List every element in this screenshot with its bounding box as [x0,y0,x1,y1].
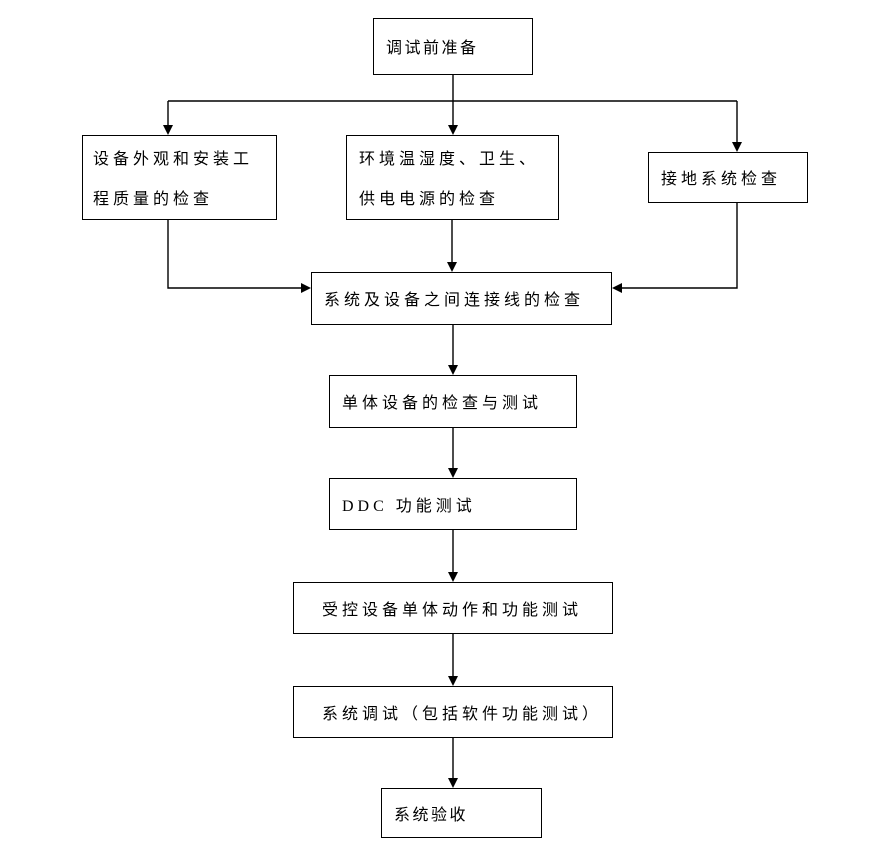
node-connection-check: 系统及设备之间连接线的检查 [311,272,612,325]
node-connection-check-label: 系统及设备之间连接线的检查 [324,292,585,309]
node-acceptance: 系统验收 [381,788,542,838]
edge-environment-to-connection-check [447,220,457,272]
node-ddc-test-label: DDC 功能测试 [342,497,476,515]
node-environment-check: 环境温湿度、卫生、 供电电源的检查 [346,135,559,220]
edge-prep-to-grounding-check [732,101,742,152]
node-system-debug-label: 系统调试（包括软件功能测试） [322,705,603,723]
node-prep: 调试前准备 [373,18,533,75]
edge-appearance-to-connection-check [167,220,311,293]
node-acceptance-label: 系统验收 [394,806,469,824]
node-appearance-check-line1: 设备外观和安装工 [93,151,254,168]
node-grounding-check: 接地系统检查 [648,152,808,203]
node-grounding-check-label: 接地系统检查 [661,171,782,188]
edge-debug-to-acceptance [448,738,458,788]
node-controlled-test: 受控设备单体动作和功能测试 [293,582,613,634]
edge-prep-to-appearance-check [163,101,173,135]
edge-connection-to-unit-test [448,325,458,375]
node-prep-label: 调试前准备 [386,40,479,57]
node-environment-check-line2: 供电电源的检查 [359,191,500,208]
edge-ddc-to-controlled-test [448,530,458,582]
node-unit-device-test: 单体设备的检查与测试 [329,375,577,428]
node-appearance-check-line2: 程质量的检查 [93,191,214,208]
node-unit-device-test-label: 单体设备的检查与测试 [342,395,543,412]
node-ddc-test: DDC 功能测试 [329,478,577,530]
node-environment-check-line1: 环境温湿度、卫生、 [359,151,540,168]
edge-prep-to-environment-check [448,75,458,135]
edge-controlled-to-system-debug [448,634,458,686]
edge-unit-to-ddc-test [448,428,458,478]
edge-grounding-to-connection-check [612,203,738,293]
node-appearance-check: 设备外观和安装工 程质量的检查 [82,135,277,220]
node-controlled-test-label: 受控设备单体动作和功能测试 [322,601,583,619]
node-system-debug: 系统调试（包括软件功能测试） [293,686,613,738]
